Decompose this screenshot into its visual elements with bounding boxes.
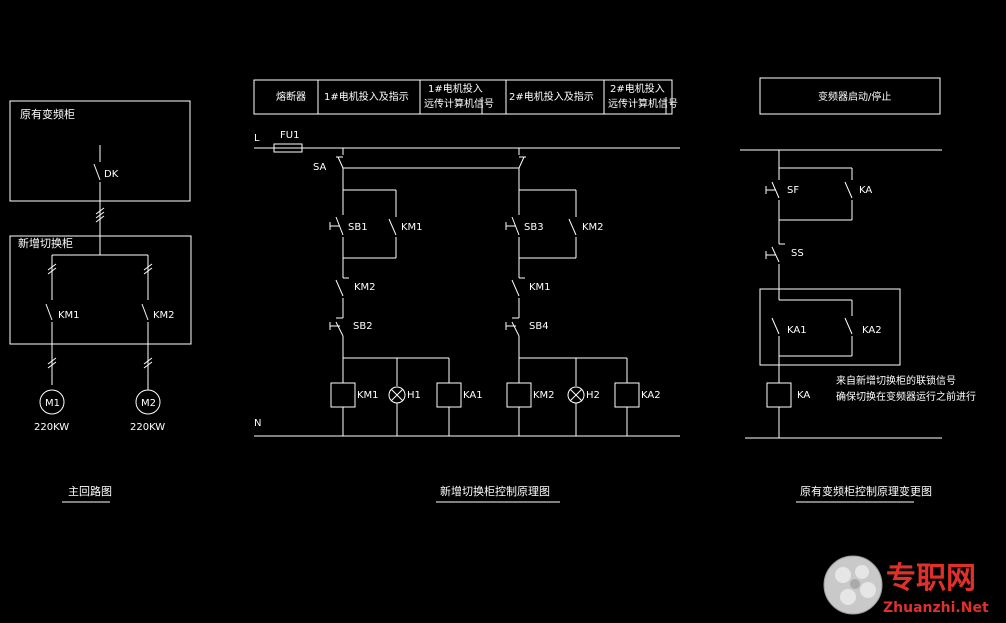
header-m1-signal: 远传计算机信号	[424, 97, 494, 110]
new-switch-label: 新增切换柜	[18, 236, 73, 250]
sb1-label: SB1	[348, 222, 368, 233]
header-m1-input: 1#电机投入	[428, 82, 483, 95]
lamp-h1-label: H1	[407, 390, 421, 401]
ka2-contact-label: KA2	[862, 325, 882, 336]
interlock-box	[759, 288, 901, 366]
main-km1-label: KM1	[58, 310, 80, 321]
coil-ka1	[436, 382, 462, 408]
motor-m2	[135, 389, 161, 415]
lamp-h2-label: H2	[586, 390, 600, 401]
ss-label: SS	[791, 248, 804, 259]
sf-label: SF	[787, 185, 799, 196]
dk-label: DK	[104, 169, 119, 180]
coil-ka-label: KA	[797, 390, 810, 401]
interlock-note-1: 来自新增切换柜的联锁信号	[836, 374, 956, 387]
vfd-circuit: 变频器启动/停止 SF KA SS KA1 KA2	[740, 77, 976, 503]
vfd-header-box	[759, 77, 941, 115]
main-km2-label: KM2	[153, 310, 175, 321]
header-m1-indicate: 1#电机投入及指示	[324, 90, 409, 103]
coil-km1-label: KM1	[357, 390, 379, 401]
main-circuit: 原有变频柜 DK 新增切换柜 KM1 KM2 M1	[9, 100, 192, 503]
line-L-label: L	[254, 133, 260, 144]
main-caption: 主回路图	[68, 485, 112, 498]
header-fuse: 熔断器	[276, 90, 306, 103]
km2-aux-label: KM2	[582, 222, 604, 233]
header-m2-input: 2#电机投入	[610, 82, 665, 95]
sb3-label: SB3	[524, 222, 544, 233]
km2-interlock-label: KM2	[354, 282, 376, 293]
motor-m1-label: M1	[45, 398, 60, 409]
ka-contact-label: KA	[859, 185, 872, 196]
header-m2-signal: 远传计算机信号	[608, 97, 678, 110]
vfd-caption: 原有变频柜控制原理变更图	[800, 484, 932, 498]
ka1-contact-label: KA1	[787, 325, 807, 336]
coil-ka	[766, 382, 792, 408]
control-caption: 新增切换柜控制原理图	[440, 484, 550, 498]
original-vfd-label: 原有变频柜	[20, 107, 75, 121]
motor-m1	[39, 389, 65, 415]
coil-ka2-label: KA2	[641, 390, 661, 401]
fuse-fu1-label: FU1	[280, 130, 299, 141]
line-N-label: N	[254, 418, 261, 429]
watermark-cn: 专职网	[886, 561, 976, 596]
watermark-en: Zhuanzhi.Net	[883, 600, 989, 616]
km1-aux-label: KM1	[401, 222, 423, 233]
watermark: 专职网 Zhuanzhi.Net	[823, 555, 989, 616]
interlock-note-2: 确保切换在变频器运行之前进行	[836, 390, 976, 403]
coil-ka2	[614, 382, 640, 408]
sb2-label: SB2	[353, 321, 373, 332]
motor-m1-rating: 220KW	[34, 422, 69, 433]
coil-km2-label: KM2	[533, 390, 555, 401]
vfd-header: 变频器启动/停止	[818, 90, 891, 103]
coil-km1	[330, 382, 356, 408]
header-m2-indicate: 2#电机投入及指示	[509, 90, 594, 103]
motor-m2-rating: 220KW	[130, 422, 165, 433]
sb4-label: SB4	[529, 321, 549, 332]
control-circuit: 熔断器 1#电机投入及指示 1#电机投入 远传计算机信号 2#电机投入及指示 2…	[253, 79, 680, 503]
control-header-table	[253, 79, 673, 115]
coil-km2	[506, 382, 532, 408]
km1-interlock-label: KM1	[529, 282, 551, 293]
coil-ka1-label: KA1	[463, 390, 483, 401]
sa-label: SA	[313, 162, 327, 173]
motor-m2-label: M2	[141, 398, 156, 409]
